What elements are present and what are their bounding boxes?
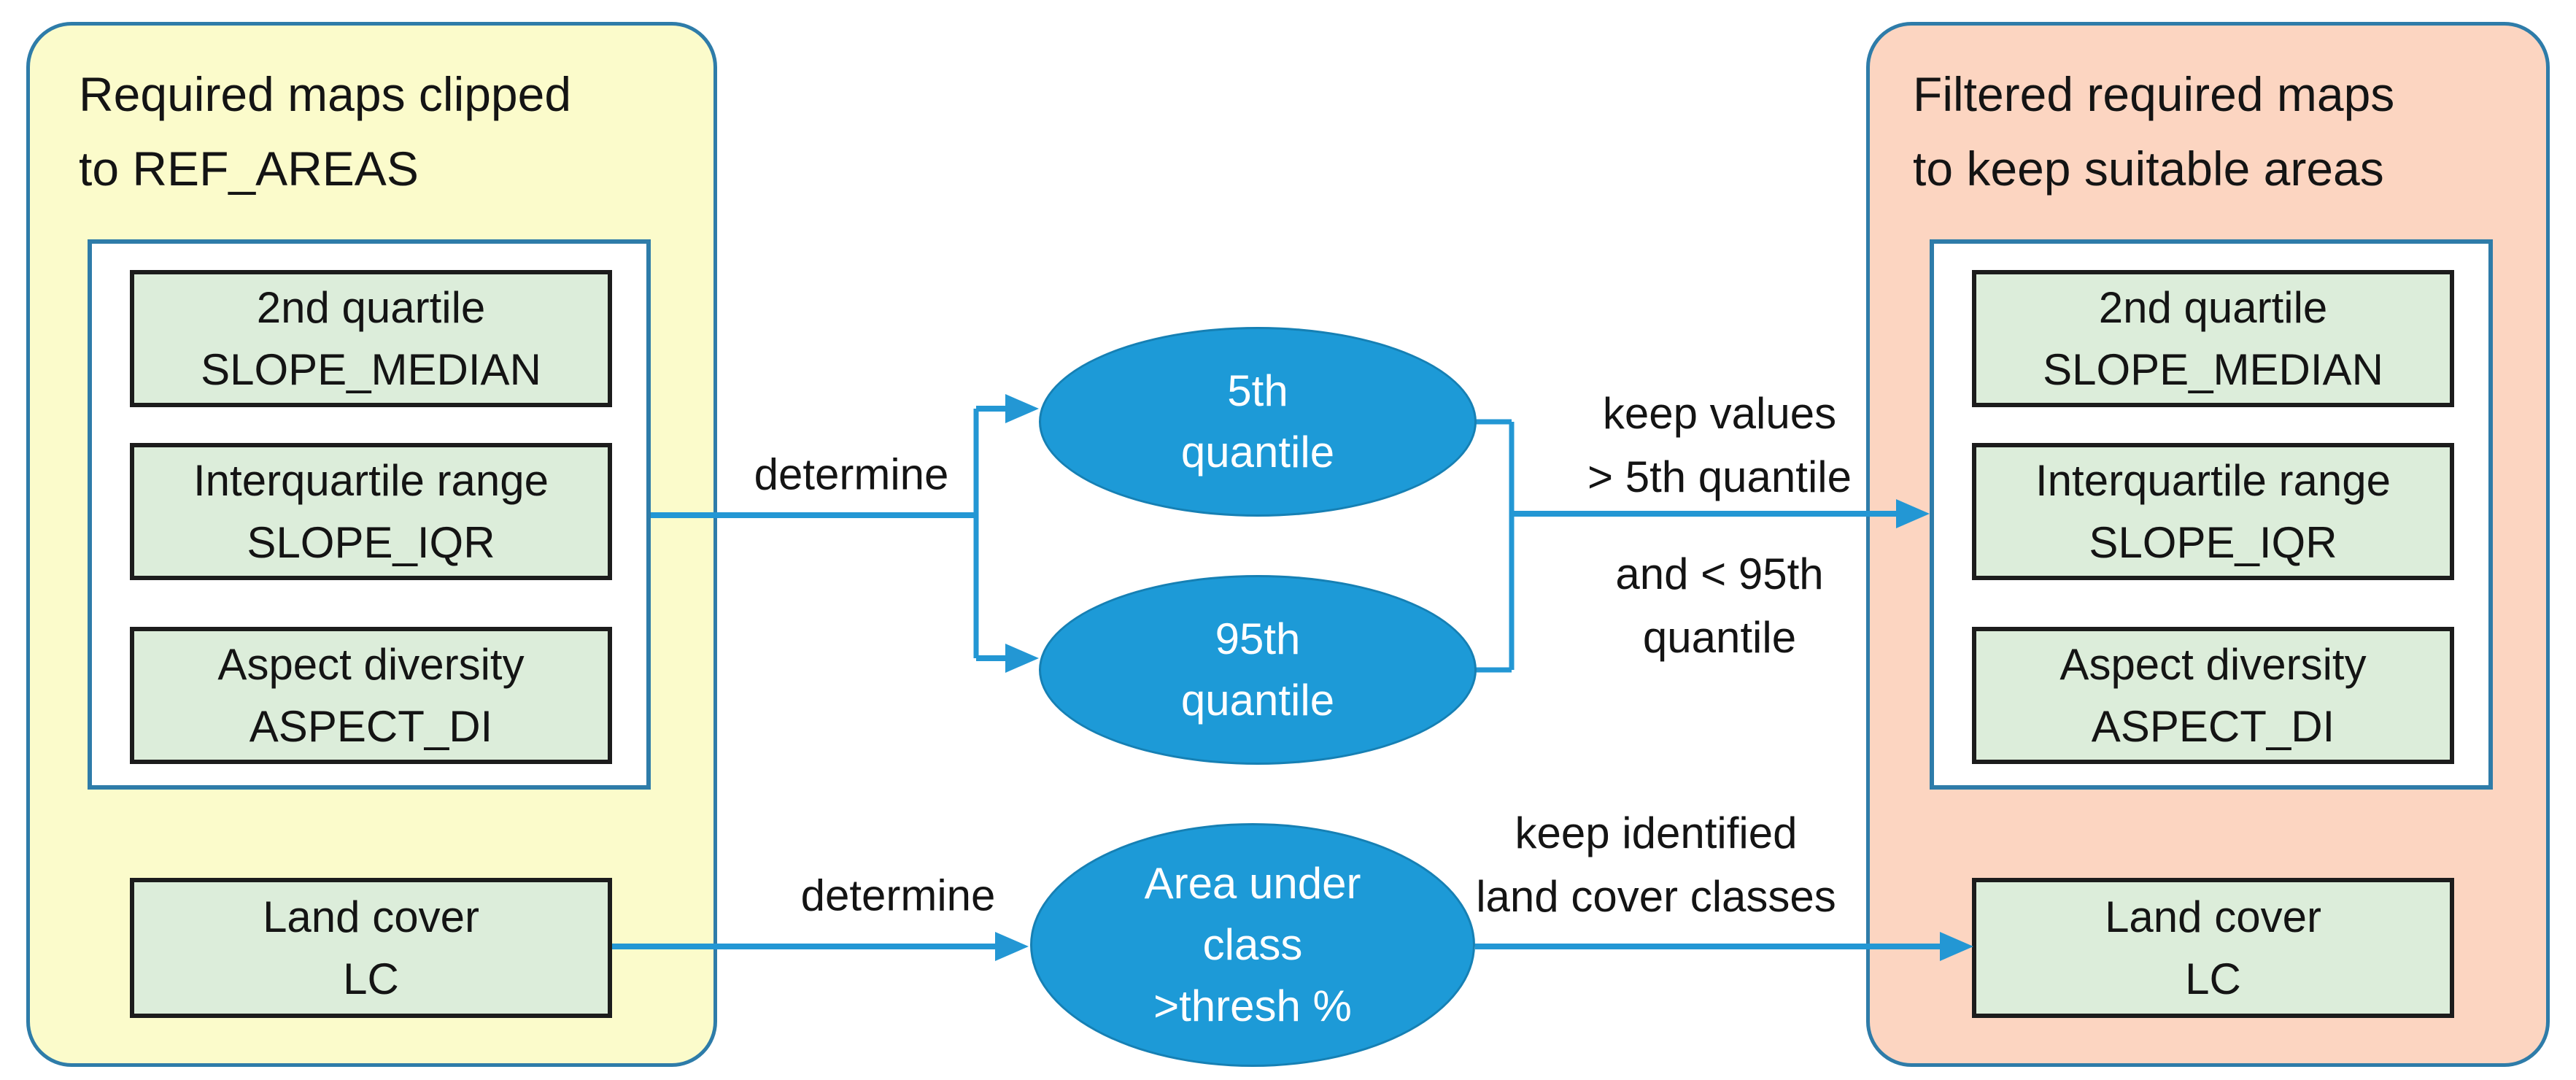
- ellipse-5th-quantile-line1: 5th: [1227, 366, 1288, 415]
- label-determine-top: determine: [754, 450, 949, 499]
- left-box-land-cover-code: LC: [343, 954, 399, 1003]
- label-keep-identified-line2: land cover classes: [1476, 872, 1836, 921]
- ellipse-area-under-class: Area under class >thresh %: [1030, 823, 1475, 1067]
- left-box-land-cover: Land cover LC: [130, 878, 612, 1018]
- left-panel-title: Required maps clipped to REF_AREAS: [79, 57, 571, 207]
- right-box-slope-iqr-label: Interquartile range: [2035, 455, 2391, 505]
- right-box-land-cover-code: LC: [2185, 954, 2241, 1003]
- label-determine-bottom: determine: [800, 871, 996, 920]
- right-box-aspect-di-code: ASPECT_DI: [2091, 702, 2335, 751]
- right-box-slope-median: 2nd quartile SLOPE_MEDIAN: [1972, 270, 2454, 407]
- right-box-slope-iqr: Interquartile range SLOPE_IQR: [1972, 443, 2454, 580]
- right-box-land-cover-label: Land cover: [2105, 892, 2321, 941]
- left-box-slope-median-code: SLOPE_MEDIAN: [201, 345, 541, 394]
- left-box-slope-iqr-code: SLOPE_IQR: [247, 518, 495, 567]
- ellipse-95th-quantile-line2: quantile: [1180, 676, 1335, 725]
- label-and-less-95-line2: quantile: [1642, 613, 1797, 662]
- left-box-slope-iqr: Interquartile range SLOPE_IQR: [130, 443, 612, 580]
- label-and-less-95: and < 95th quantile: [1615, 542, 1823, 669]
- label-keep-values: keep values > 5th quantile: [1587, 382, 1852, 509]
- right-box-aspect-di: Aspect diversity ASPECT_DI: [1972, 627, 2454, 764]
- right-panel-title: Filtered required maps to keep suitable …: [1913, 57, 2394, 207]
- ellipse-5th-quantile: 5th quantile: [1039, 327, 1477, 517]
- right-panel-title-line2: to keep suitable areas: [1913, 142, 2384, 196]
- label-keep-identified-line1: keep identified: [1515, 809, 1798, 857]
- label-and-less-95-line1: and < 95th: [1615, 549, 1824, 598]
- left-box-slope-iqr-label: Interquartile range: [193, 455, 549, 505]
- ellipse-5th-quantile-line2: quantile: [1180, 428, 1335, 477]
- ellipse-95th-quantile: 95th quantile: [1039, 575, 1477, 765]
- right-box-slope-iqr-code: SLOPE_IQR: [2089, 518, 2337, 567]
- left-panel-title-line1: Required maps clipped: [79, 67, 572, 121]
- right-box-slope-median-label: 2nd quartile: [2098, 282, 2328, 332]
- label-keep-values-line1: keep values: [1602, 389, 1837, 438]
- left-box-aspect-di: Aspect diversity ASPECT_DI: [130, 627, 612, 764]
- ellipse-area-line1: Area under: [1144, 859, 1361, 908]
- left-box-land-cover-label: Land cover: [263, 892, 479, 941]
- right-panel-title-line1: Filtered required maps: [1913, 67, 2395, 121]
- left-box-slope-median: 2nd quartile SLOPE_MEDIAN: [130, 270, 612, 407]
- left-panel-title-line2: to REF_AREAS: [79, 142, 419, 196]
- ellipse-95th-quantile-line1: 95th: [1215, 614, 1301, 663]
- left-box-slope-median-label: 2nd quartile: [256, 282, 486, 332]
- left-box-aspect-di-code: ASPECT_DI: [249, 702, 493, 751]
- left-box-aspect-di-label: Aspect diversity: [217, 639, 525, 689]
- label-keep-identified: keep identified land cover classes: [1476, 801, 1836, 928]
- ellipse-area-line3: >thresh %: [1153, 981, 1352, 1030]
- right-box-aspect-di-label: Aspect diversity: [2059, 639, 2367, 689]
- label-keep-values-line2: > 5th quantile: [1587, 452, 1852, 501]
- right-box-slope-median-code: SLOPE_MEDIAN: [2043, 345, 2383, 394]
- right-box-land-cover: Land cover LC: [1972, 878, 2454, 1018]
- ellipse-area-line2: class: [1202, 920, 1303, 969]
